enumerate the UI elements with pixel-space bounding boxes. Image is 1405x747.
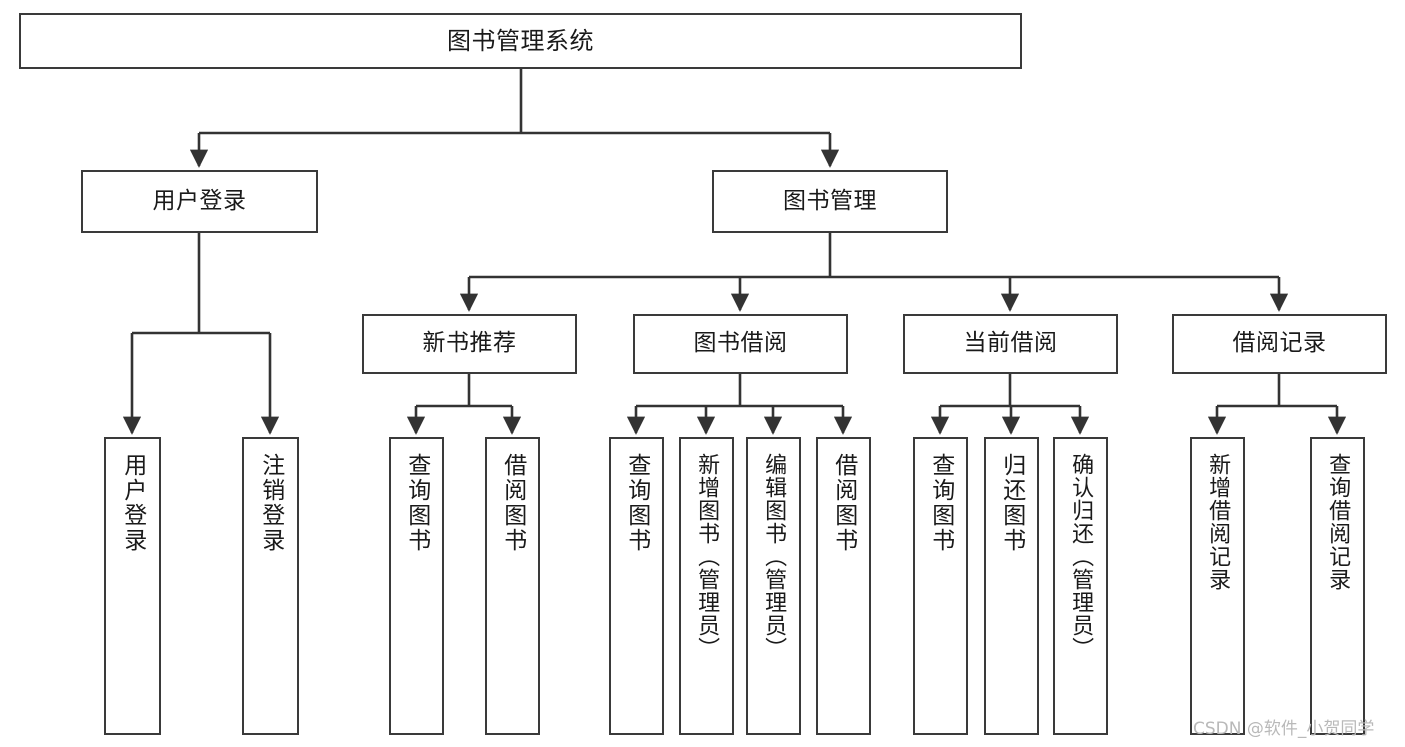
- leaf-edit-book-admin-label: 编辑图书（管理员）: [761, 453, 787, 660]
- node-borrow-record[interactable]: 借阅记录: [1172, 314, 1387, 374]
- leaf-add-book-admin-label: 新增图书（管理员）: [694, 453, 720, 660]
- node-book-borrow-label: 图书借阅: [693, 330, 788, 357]
- leaf-return-book-label: 归还图书: [998, 453, 1025, 553]
- leaf-query-book-recommend-label: 查询图书: [403, 453, 430, 553]
- leaf-borrow-book-recommend[interactable]: 借阅图书: [485, 437, 540, 735]
- leaf-user-login[interactable]: 用户登录: [104, 437, 161, 735]
- leaf-query-book-current-label: 查询图书: [927, 453, 954, 553]
- leaf-confirm-return-admin[interactable]: 确认归还（管理员）: [1053, 437, 1108, 735]
- leaf-query-book-borrow-label: 查询图书: [623, 453, 650, 553]
- csdn-watermark: CSDN @软件_小贺同学: [1193, 719, 1375, 739]
- leaf-query-book-recommend[interactable]: 查询图书: [389, 437, 444, 735]
- leaf-confirm-return-admin-label: 确认归还（管理员）: [1068, 453, 1094, 660]
- node-new-book-recommend-label: 新书推荐: [422, 330, 517, 357]
- leaf-add-borrow-record[interactable]: 新增借阅记录: [1190, 437, 1245, 735]
- leaf-add-book-admin[interactable]: 新增图书（管理员）: [679, 437, 734, 735]
- node-borrow-record-label: 借阅记录: [1232, 330, 1327, 357]
- leaf-borrow-book[interactable]: 借阅图书: [816, 437, 871, 735]
- leaf-query-book-borrow[interactable]: 查询图书: [609, 437, 664, 735]
- leaf-query-book-current[interactable]: 查询图书: [913, 437, 968, 735]
- leaf-query-borrow-record[interactable]: 查询借阅记录: [1310, 437, 1365, 735]
- node-book-management[interactable]: 图书管理: [712, 170, 948, 233]
- node-book-management-label: 图书管理: [783, 187, 877, 214]
- node-current-borrow[interactable]: 当前借阅: [903, 314, 1118, 374]
- node-current-borrow-label: 当前借阅: [963, 330, 1058, 357]
- node-user-login-label: 用户登录: [152, 187, 247, 214]
- leaf-borrow-book-recommend-label: 借阅图书: [499, 453, 526, 553]
- leaf-logout[interactable]: 注销登录: [242, 437, 299, 735]
- leaf-borrow-book-label: 借阅图书: [830, 453, 857, 553]
- node-root[interactable]: 图书管理系统: [19, 13, 1022, 69]
- leaf-edit-book-admin[interactable]: 编辑图书（管理员）: [746, 437, 801, 735]
- leaf-add-borrow-record-label: 新增借阅记录: [1205, 453, 1231, 591]
- leaf-logout-label: 注销登录: [257, 453, 284, 553]
- leaf-user-login-label: 用户登录: [119, 453, 146, 553]
- node-user-login[interactable]: 用户登录: [81, 170, 318, 233]
- leaf-return-book[interactable]: 归还图书: [984, 437, 1039, 735]
- node-root-label: 图书管理系统: [447, 26, 594, 55]
- node-book-borrow[interactable]: 图书借阅: [633, 314, 848, 374]
- leaf-query-borrow-record-label: 查询借阅记录: [1325, 453, 1351, 591]
- node-new-book-recommend[interactable]: 新书推荐: [362, 314, 577, 374]
